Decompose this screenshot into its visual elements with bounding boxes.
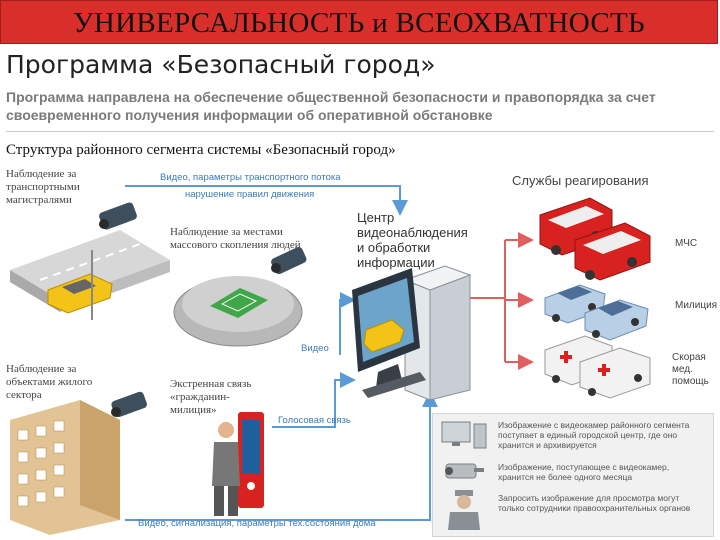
residential-camera bbox=[111, 391, 147, 418]
separator-line bbox=[6, 131, 714, 132]
citizen-figure bbox=[212, 422, 240, 516]
camera-icon bbox=[445, 463, 484, 479]
residential-label: Наблюдение за объектами жилого сектора bbox=[6, 363, 93, 401]
flow-label-violations: нарушение правил движения bbox=[185, 189, 315, 200]
services-title: Службы реагирования bbox=[512, 173, 649, 188]
service-label-mchs: МЧС bbox=[675, 238, 698, 249]
title-banner bbox=[0, 0, 718, 44]
highway-scene bbox=[10, 230, 170, 320]
highway-camera bbox=[99, 202, 137, 230]
service-label-ambulance: Скорая мед. помощь bbox=[672, 352, 709, 387]
fire-trucks bbox=[539, 197, 651, 281]
residential-building bbox=[10, 400, 120, 535]
monitor-icon bbox=[441, 421, 487, 449]
crowds-label: Наблюдение за местами массового скоплени… bbox=[170, 226, 301, 251]
officer-icon bbox=[448, 490, 480, 530]
ambulances bbox=[544, 335, 651, 399]
flow-label-voice: Голосовая связь bbox=[278, 415, 351, 426]
banner-title: УНИВЕРСАЛЬНОСТЬ и ВСЕОХВАТНОСТЬ bbox=[73, 7, 645, 39]
service-label-police: Милиция bbox=[675, 300, 718, 311]
flow-label-video: Видео bbox=[301, 343, 329, 354]
stadium-camera bbox=[271, 246, 307, 275]
processing-center-computer bbox=[352, 265, 472, 401]
flow-label-bottom: Видео, сигнализация, параметры тех.состо… bbox=[138, 518, 376, 529]
police-cars bbox=[544, 284, 649, 341]
legend-text-archive: Изображение с видеокамер районного сегме… bbox=[498, 420, 690, 450]
emergency-label: Экстренная связь «гражданин-милиция» bbox=[170, 378, 252, 416]
program-description: Программа направлена на обеспечение обще… bbox=[6, 89, 656, 123]
processing-center-label: Центр видеонаблюдения и обработки информ… bbox=[357, 210, 468, 270]
structure-title: Структура районного сегмента системы «Бе… bbox=[6, 142, 396, 158]
emergency-kiosk bbox=[238, 412, 264, 508]
stadium-scene bbox=[173, 276, 303, 347]
service-lines bbox=[470, 232, 534, 370]
program-title: Программа «Безопасный город» bbox=[6, 50, 436, 79]
flow-lines bbox=[125, 185, 438, 521]
flow-label-video-params: Видео, параметры транспортного потока bbox=[160, 172, 341, 183]
legend-text-storage: Изображение, поступающее с видеокамер, х… bbox=[498, 462, 670, 482]
highways-label: Наблюдение за транспортными магистралями bbox=[6, 168, 80, 206]
legend-text-access: Запросить изображение для просмотра могу… bbox=[498, 493, 691, 513]
